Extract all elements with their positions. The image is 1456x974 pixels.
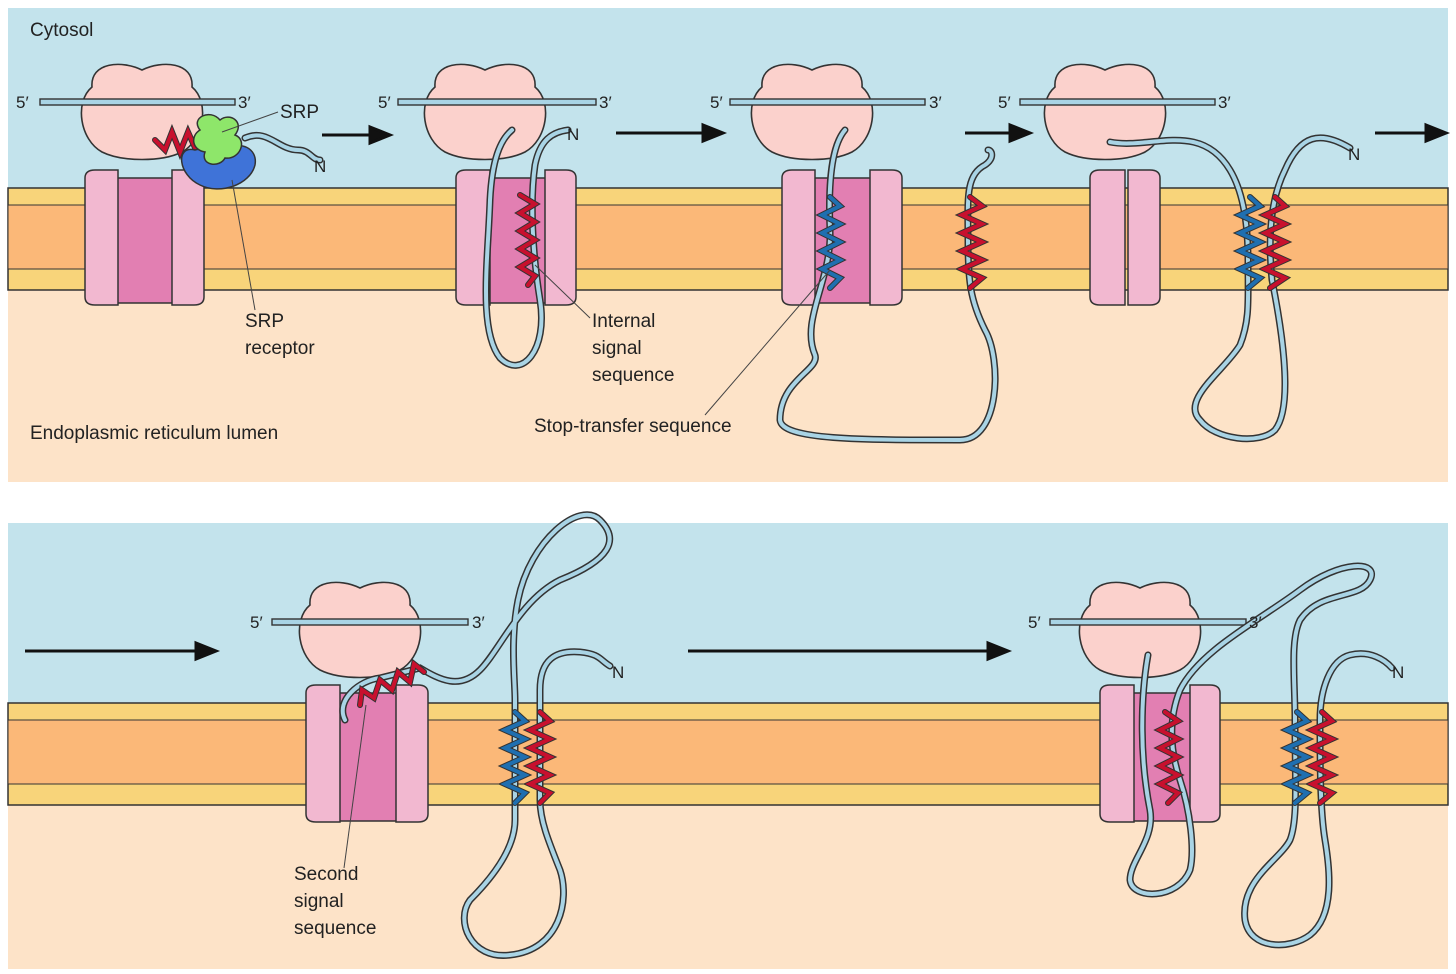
n-terminus-label: N — [567, 125, 579, 144]
second-signal-label-line1: Second — [294, 864, 358, 885]
n-terminus-label: N — [1348, 145, 1360, 164]
five-prime-label: 5′ — [998, 93, 1011, 112]
five-prime-label: 5′ — [250, 613, 263, 632]
five-prime-label: 5′ — [1028, 613, 1041, 632]
lumen-label: Endoplasmic reticulum lumen — [30, 423, 278, 444]
second-signal-label-line2: signal — [294, 891, 344, 912]
translocon-icon — [85, 170, 204, 305]
five-prime-label: 5′ — [710, 93, 723, 112]
five-prime-label: 5′ — [16, 93, 29, 112]
membrane-core-bottom — [8, 720, 1448, 784]
ribosome-icon — [299, 582, 420, 677]
n-terminus-label: N — [1392, 663, 1404, 682]
srp-receptor-label-line2: receptor — [245, 338, 315, 359]
ribosome-icon — [424, 64, 545, 159]
five-prime-label: 5′ — [378, 93, 391, 112]
ribosome-icon — [751, 64, 872, 159]
translocon-icon — [1090, 170, 1160, 305]
three-prime-label: 3′ — [1249, 613, 1262, 632]
stop-transfer-label: Stop-transfer sequence — [534, 416, 732, 437]
internal-signal-label-line2: signal — [592, 338, 642, 359]
n-terminus-label: N — [612, 663, 624, 682]
ribosome-icon — [1079, 582, 1200, 677]
translocon-icon — [456, 170, 576, 305]
three-prime-label: 3′ — [472, 613, 485, 632]
three-prime-label: 3′ — [1218, 93, 1231, 112]
translocon-icon — [1100, 685, 1220, 822]
three-prime-label: 3′ — [599, 93, 612, 112]
second-signal-label-line3: sequence — [294, 918, 376, 939]
srp-receptor-label-line1: SRP — [245, 311, 284, 332]
internal-signal-label-line3: sequence — [592, 365, 674, 386]
three-prime-label: 3′ — [238, 93, 251, 112]
panel-bottom — [8, 523, 1448, 969]
srp-label: SRP — [280, 102, 319, 123]
cytosol-region-bottom — [8, 523, 1448, 703]
translocon-icon — [782, 170, 902, 305]
three-prime-label: 3′ — [929, 93, 942, 112]
internal-signal-label-line1: Internal — [592, 311, 655, 332]
n-terminus-label: N — [314, 157, 326, 176]
translocon-icon — [306, 685, 428, 822]
cytosol-label: Cytosol — [30, 20, 93, 41]
panel-top — [8, 8, 1448, 482]
membrane-core-top — [8, 205, 1448, 269]
